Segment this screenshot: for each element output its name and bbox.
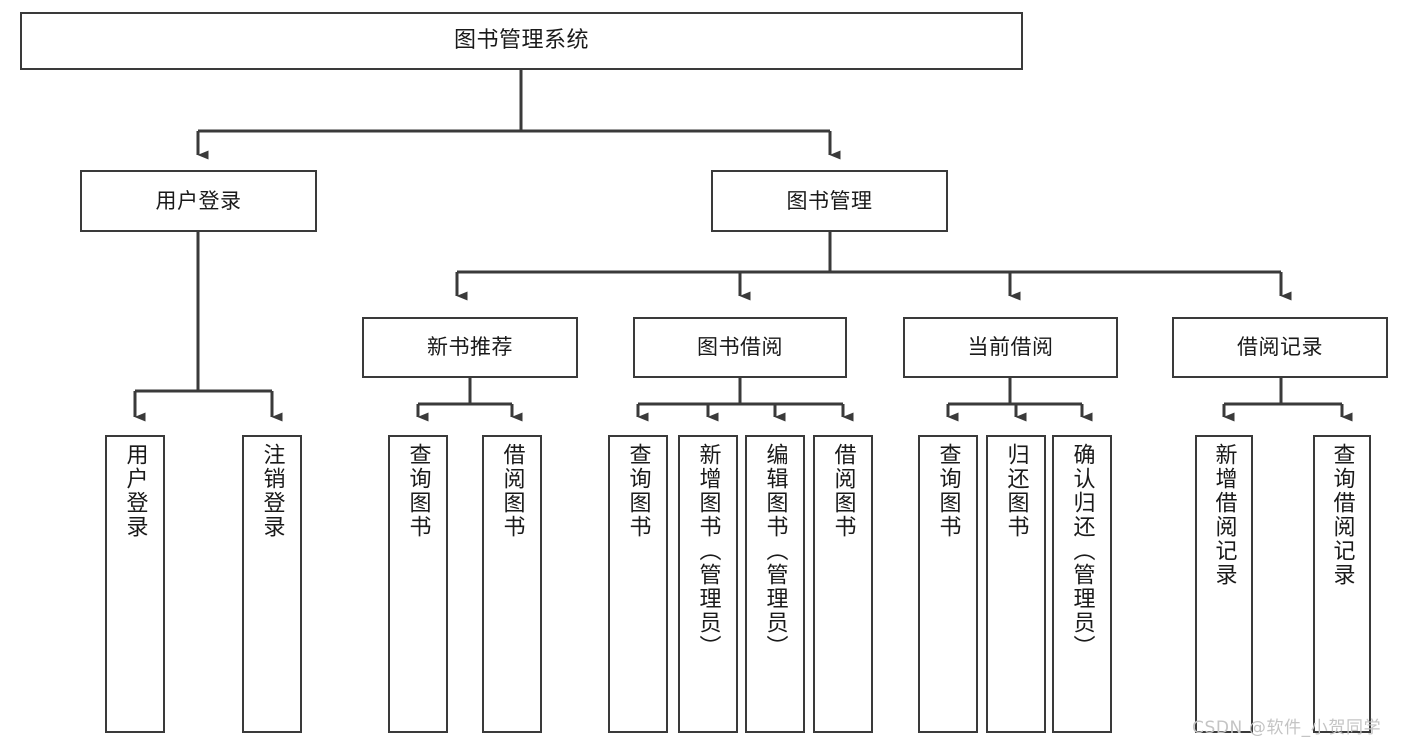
node-leaf-query-book-borrow-label: 查询图书 [625,443,651,539]
node-leaf-borrow-book-recommend-label: 借阅图书 [499,443,525,539]
node-leaf-logout-label: 注销登录 [259,443,285,539]
node-leaf-add-borrow-record[interactable]: 新增借阅记录 [1195,435,1253,733]
node-leaf-query-book-recommend-label: 查询图书 [405,443,431,539]
node-leaf-user-login[interactable]: 用户登录 [105,435,165,733]
node-current-borrow-label: 当前借阅 [967,335,1054,360]
node-leaf-add-book-admin[interactable]: 新增图书（管理员） [678,435,738,733]
node-book-management-label: 图书管理 [786,188,873,213]
node-leaf-edit-book-admin-label: 编辑图书（管理员） [762,443,788,659]
node-leaf-query-borrow-record[interactable]: 查询借阅记录 [1313,435,1371,733]
node-leaf-query-book-current-label: 查询图书 [935,443,961,539]
node-leaf-confirm-return-admin[interactable]: 确认归还（管理员） [1052,435,1112,733]
node-leaf-confirm-return-admin-label: 确认归还（管理员） [1069,443,1095,659]
node-leaf-return-book-label: 归还图书 [1003,443,1029,539]
node-root-system-label: 图书管理系统 [453,28,589,54]
node-leaf-borrow-book-recommend[interactable]: 借阅图书 [482,435,542,733]
node-book-management[interactable]: 图书管理 [711,170,948,232]
node-user-login-label: 用户登录 [155,188,242,213]
node-leaf-query-book-current[interactable]: 查询图书 [918,435,978,733]
node-leaf-borrow-book[interactable]: 借阅图书 [813,435,873,733]
node-book-borrow[interactable]: 图书借阅 [633,317,847,378]
csdn-watermark: CSDN @软件_小贺同学 [1192,718,1382,738]
node-leaf-user-login-label: 用户登录 [122,443,148,539]
node-leaf-borrow-book-label: 借阅图书 [830,443,856,539]
node-leaf-add-book-admin-label: 新增图书（管理员） [695,443,721,659]
node-current-borrow[interactable]: 当前借阅 [903,317,1118,378]
node-leaf-edit-book-admin[interactable]: 编辑图书（管理员） [745,435,805,733]
node-leaf-query-borrow-record-label: 查询借阅记录 [1329,443,1355,587]
node-user-login[interactable]: 用户登录 [80,170,317,232]
node-leaf-query-book-recommend[interactable]: 查询图书 [388,435,448,733]
node-new-book-recommend[interactable]: 新书推荐 [362,317,578,378]
node-new-book-recommend-label: 新书推荐 [427,335,513,360]
node-leaf-add-borrow-record-label: 新增借阅记录 [1211,443,1237,587]
node-book-borrow-label: 图书借阅 [697,335,783,360]
node-leaf-logout[interactable]: 注销登录 [242,435,302,733]
node-leaf-query-book-borrow[interactable]: 查询图书 [608,435,668,733]
node-leaf-return-book[interactable]: 归还图书 [986,435,1046,733]
node-root-system[interactable]: 图书管理系统 [20,12,1023,70]
node-borrow-record-label: 借阅记录 [1237,335,1323,360]
node-borrow-record[interactable]: 借阅记录 [1172,317,1388,378]
